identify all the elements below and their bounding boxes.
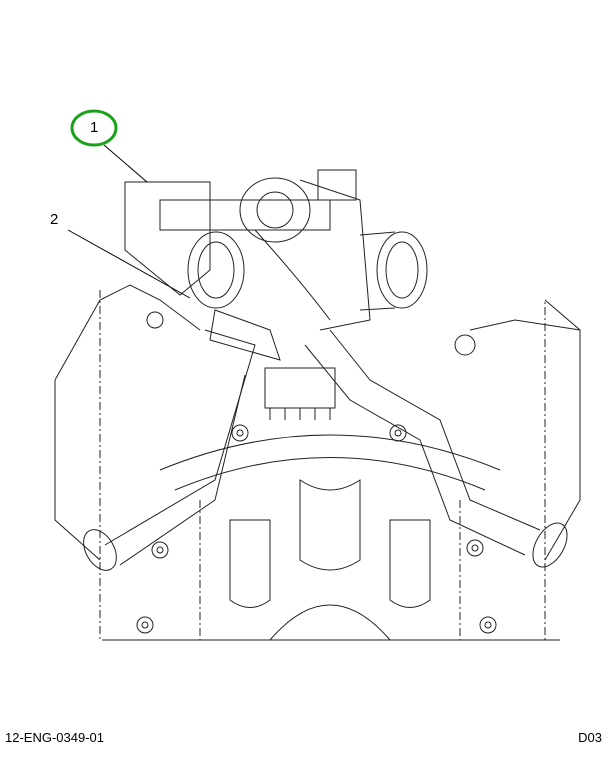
callout-1-highlight-ring	[70, 109, 118, 147]
callout-1-leader	[103, 144, 148, 183]
callout-2-leader	[67, 229, 191, 299]
bolts	[136, 311, 497, 634]
drawing-id: 12-ENG-0349-01	[5, 730, 104, 745]
callout-1-label[interactable]: 1	[90, 119, 99, 136]
turbocharger	[124, 169, 428, 420]
engine-block	[54, 284, 581, 641]
callout-2-label[interactable]: 2	[50, 211, 59, 228]
intake-pipes	[83, 329, 568, 571]
sheet-code: D03	[578, 730, 602, 745]
